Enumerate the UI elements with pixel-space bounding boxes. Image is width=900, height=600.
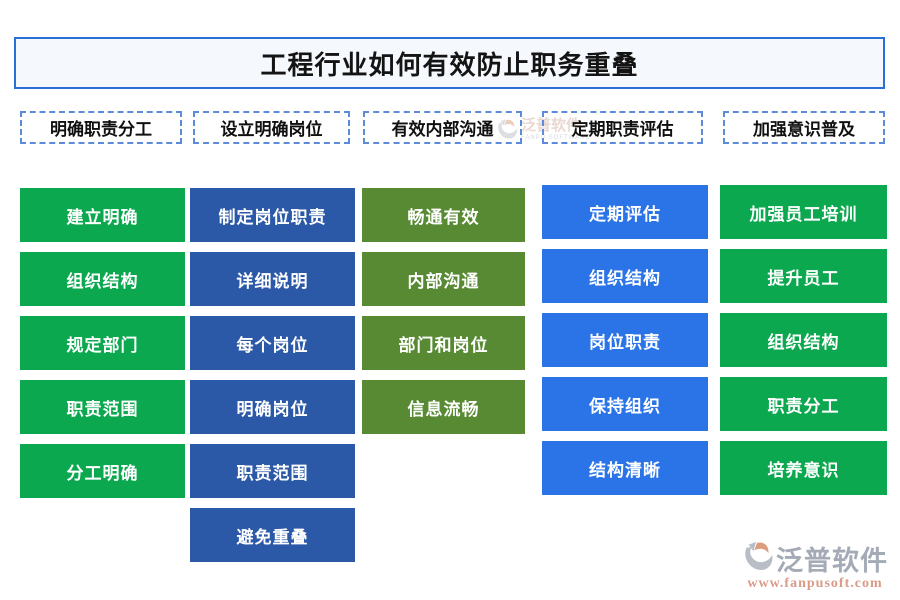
node-box: 结构清晰 (542, 441, 708, 495)
node-box: 畅通有效 (362, 188, 525, 242)
node-box: 培养意识 (720, 441, 887, 495)
column-header-4: 加强意识普及 (723, 111, 885, 144)
node-box: 职责范围 (20, 380, 185, 434)
watermark-bottom: 泛普软件 www.fanpusoft.com (742, 539, 888, 592)
node-box: 提升员工 (720, 249, 887, 303)
node-box: 职责范围 (190, 444, 355, 498)
node-box: 避免重叠 (190, 508, 355, 562)
column-header-0: 明确职责分工 (20, 111, 182, 144)
node-box: 明确岗位 (190, 380, 355, 434)
watermark-mid: 泛普软件 FANPU SOFTWARE (496, 118, 590, 145)
fanpu-logo-icon (496, 118, 518, 145)
node-box: 建立明确 (20, 188, 185, 242)
node-box: 内部沟通 (362, 252, 525, 306)
node-box: 部门和岗位 (362, 316, 525, 370)
fanpu-logo-icon (742, 540, 774, 577)
node-box: 规定部门 (20, 316, 185, 370)
node-box: 分工明确 (20, 444, 185, 498)
watermark-brand-text: 泛普软件 (521, 117, 582, 134)
node-box: 组织结构 (542, 249, 708, 303)
column-header-1: 设立明确岗位 (193, 111, 350, 144)
node-box: 岗位职责 (542, 313, 708, 367)
node-box: 保持组织 (542, 377, 708, 431)
watermark-brand-text: 泛普软件 (776, 546, 888, 576)
node-box: 详细说明 (190, 252, 355, 306)
node-box: 制定岗位职责 (190, 188, 355, 242)
watermark-url-text: www.fanpusoft.com (747, 576, 883, 591)
node-box: 定期评估 (542, 185, 708, 239)
node-box: 组织结构 (20, 252, 185, 306)
watermark-subtext: FANPU SOFTWARE (521, 135, 591, 141)
node-box: 职责分工 (720, 377, 887, 431)
diagram-title: 工程行业如何有效防止职务重叠 (14, 37, 885, 89)
node-box: 组织结构 (720, 313, 887, 367)
node-box: 信息流畅 (362, 380, 525, 434)
column-header-3: 定期职责评估 (542, 111, 703, 144)
column-header-2: 有效内部沟通 (363, 111, 522, 144)
node-box: 加强员工培训 (720, 185, 887, 239)
node-box: 每个岗位 (190, 316, 355, 370)
